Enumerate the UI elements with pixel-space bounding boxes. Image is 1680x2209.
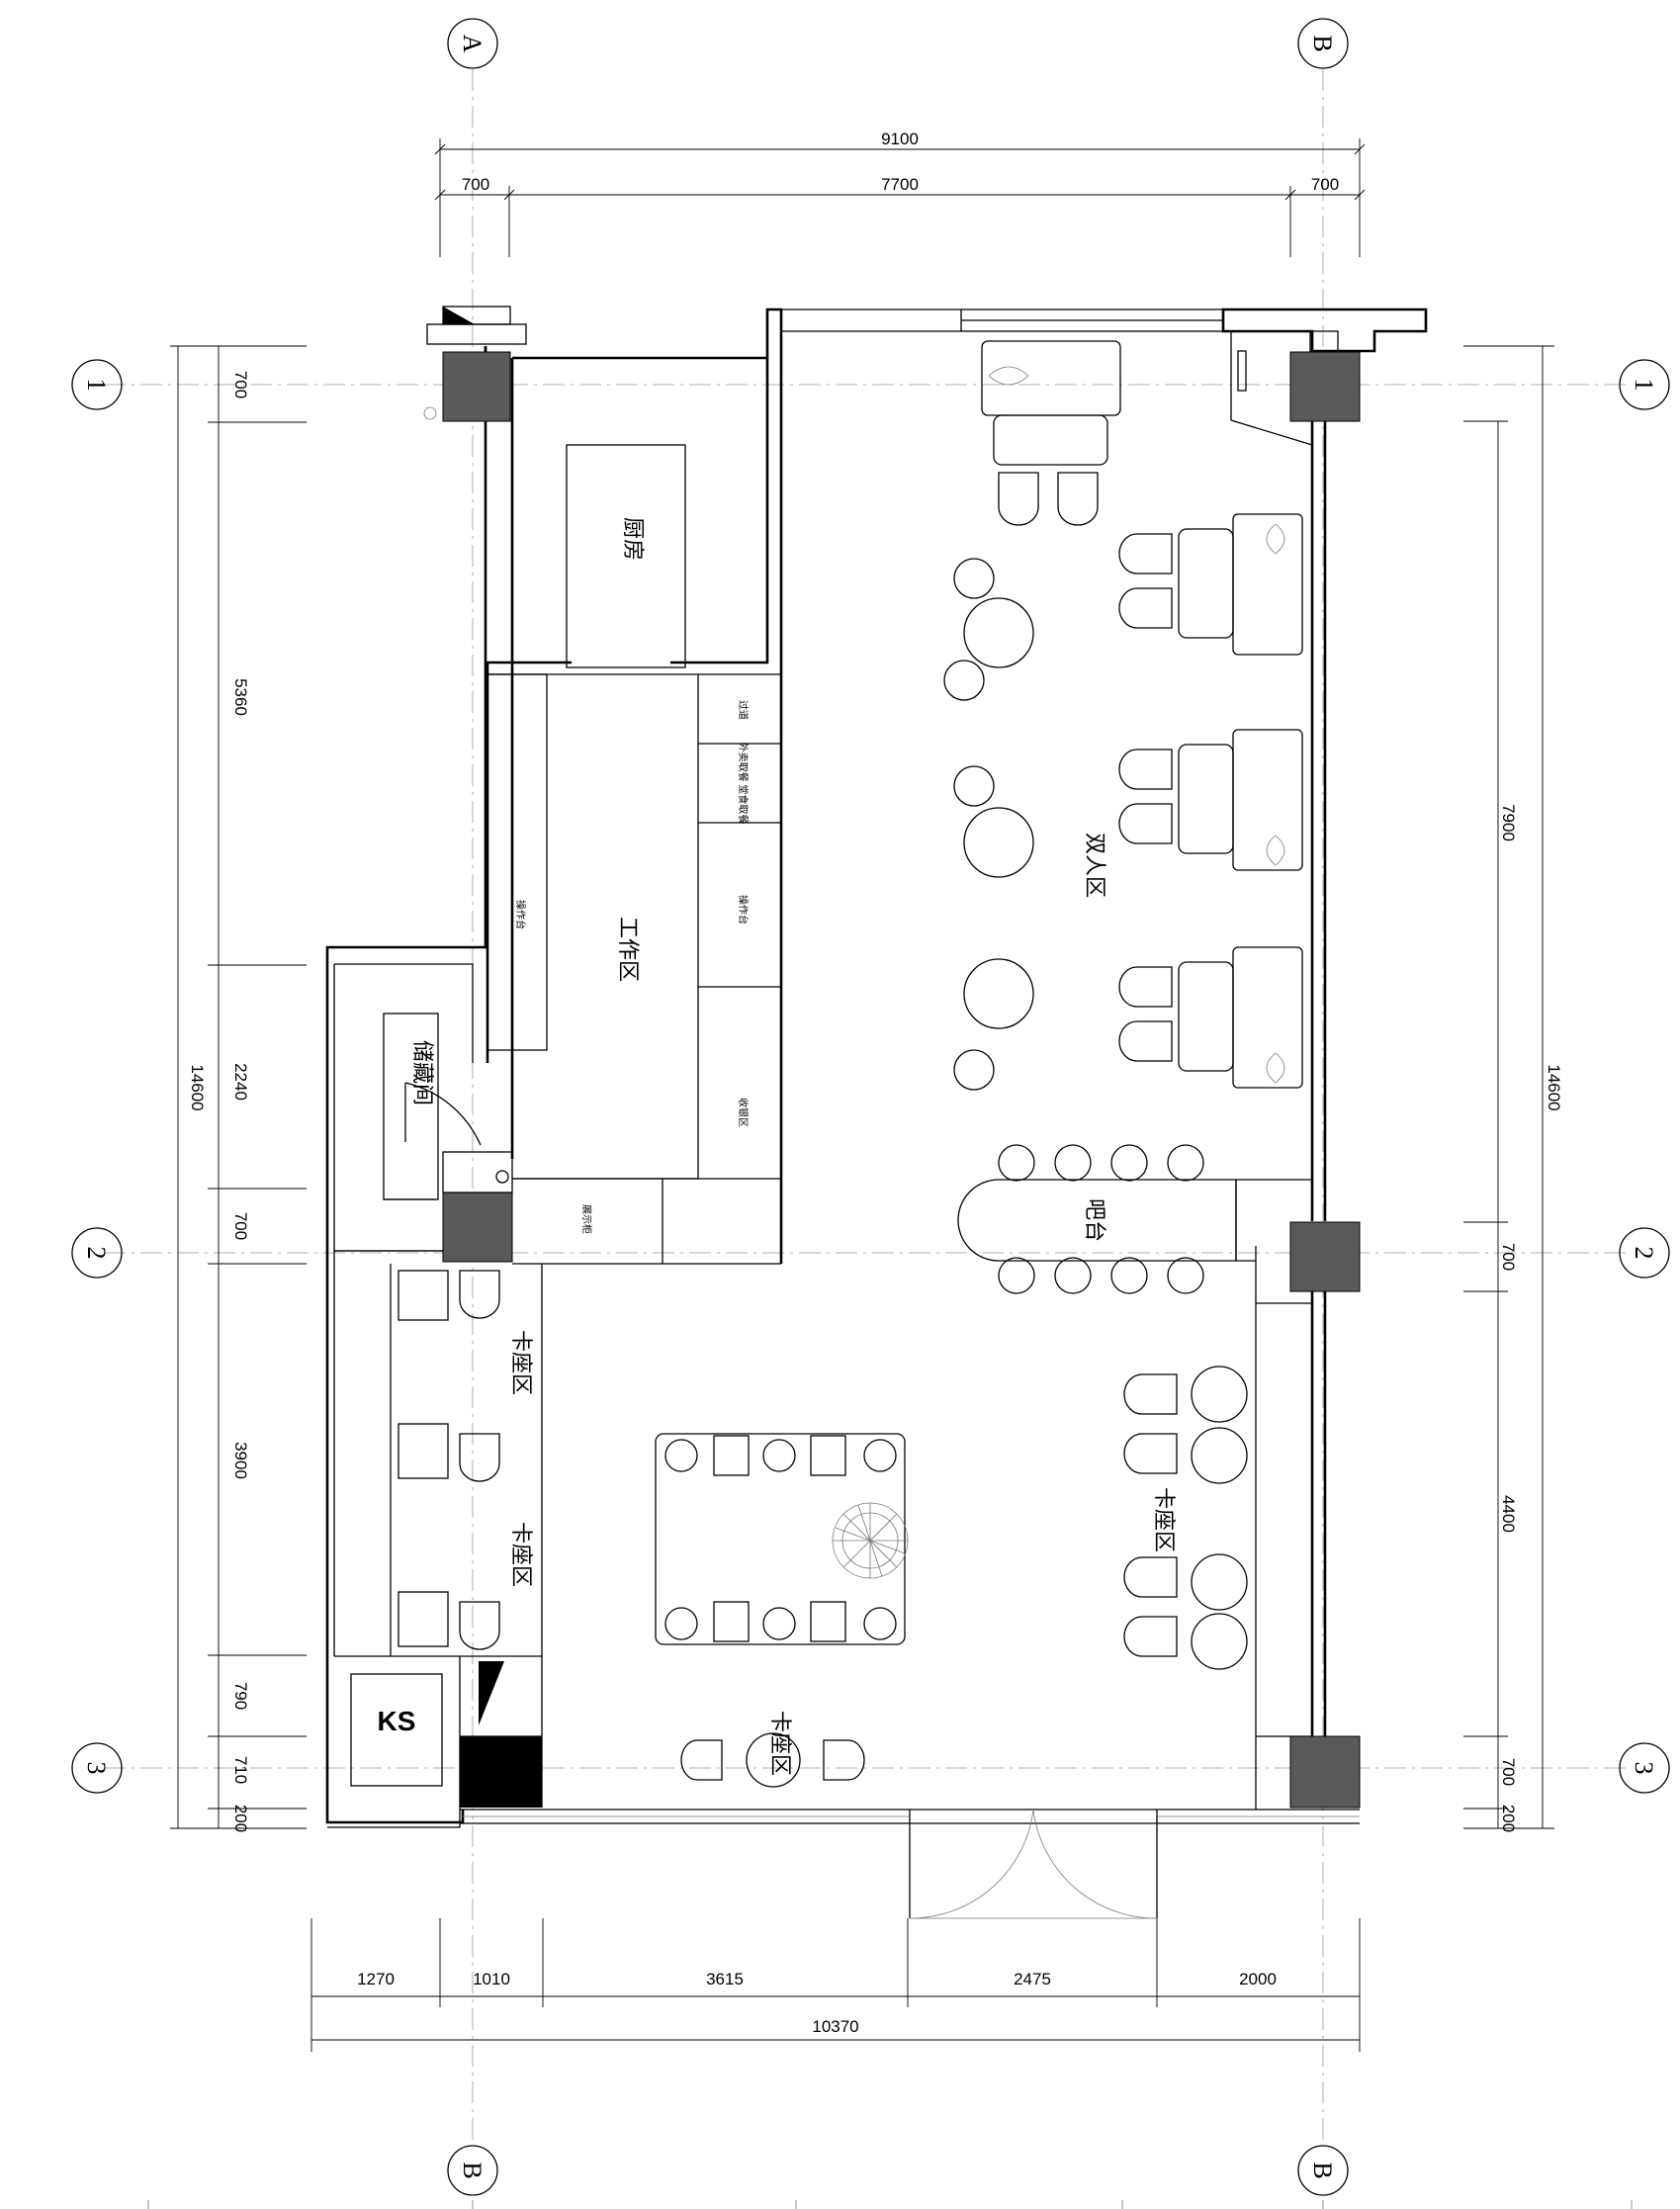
grid-lines — [104, 69, 1632, 2146]
bar-counter: 吧台 — [957, 1144, 1237, 1294]
pass-label: 过道 — [737, 700, 750, 720]
dim-left-4: 700 — [231, 1212, 250, 1240]
dimension-right: 7900 700 4400 700 200 14600 — [1463, 345, 1563, 1832]
dim-right-total: 14600 — [1545, 1064, 1563, 1110]
room-booth-4-label: 卡座区 — [768, 1711, 793, 1776]
svg-text:3: 3 — [82, 1762, 111, 1775]
column-b3 — [1289, 1735, 1361, 1809]
room-work-area-label: 工作区 — [616, 917, 641, 982]
dim-left-8: 200 — [231, 1805, 250, 1832]
dim-bottom-2: 1010 — [473, 1970, 510, 1988]
axis-bubble-3-right: 3 — [1619, 1742, 1670, 1794]
dimension-left: 700 5360 2240 700 3900 790 710 200 14600 — [170, 345, 307, 1832]
svg-text:1: 1 — [1630, 379, 1658, 392]
dim-left-2: 5360 — [231, 678, 250, 716]
display-label: 展示柜 — [580, 1204, 593, 1234]
room-double-area-label: 双人区 — [1083, 833, 1107, 898]
axis-bubble-a-top: A — [447, 18, 498, 69]
svg-text:A: A — [458, 35, 486, 53]
plant-icon — [832, 1502, 909, 1579]
svg-text:B: B — [458, 2162, 486, 2178]
dim-right-2: 700 — [1499, 1243, 1518, 1271]
svg-text:3: 3 — [1630, 1762, 1658, 1775]
dim-left-6: 790 — [231, 1682, 250, 1710]
dim-left-1: 700 — [231, 371, 250, 398]
dim-bottom-4: 2475 — [1014, 1970, 1051, 1988]
dim-top-total: 9100 — [881, 130, 919, 148]
dim-left-total: 14600 — [188, 1064, 207, 1110]
kitchen-area: 厨房 — [566, 444, 686, 668]
dim-left-7: 710 — [231, 1756, 250, 1784]
axis-bubble-3-left: 3 — [71, 1742, 123, 1794]
delivery-label: 外卖取餐 堂食取餐 — [737, 743, 750, 825]
room-bar-label: 吧台 — [1083, 1198, 1107, 1242]
svg-text:1: 1 — [82, 379, 111, 392]
dim-right-4: 700 — [1499, 1758, 1518, 1786]
dim-left-3: 2240 — [231, 1063, 250, 1101]
svg-text:2: 2 — [82, 1247, 111, 1260]
left-booth-area: 卡座区 卡座区 KS — [378, 1270, 534, 1736]
column-b1 — [1289, 351, 1361, 422]
right-booth-area: 卡座区 — [1123, 1366, 1248, 1670]
structural-columns — [423, 306, 1361, 1809]
front-table-area: 卡座区 — [680, 1711, 865, 1788]
svg-text:2: 2 — [1630, 1247, 1658, 1260]
ks-label: KS — [378, 1706, 416, 1736]
svg-text:B: B — [1308, 2162, 1337, 2178]
dim-left-5: 3900 — [231, 1442, 250, 1479]
counter-2-label: 操作台 — [737, 895, 750, 925]
column-a2 — [442, 1192, 513, 1263]
dim-right-5: 200 — [1499, 1805, 1518, 1832]
dim-top-mid: 7700 — [881, 175, 919, 194]
central-table-area — [655, 1433, 909, 1645]
column-b2 — [1289, 1221, 1361, 1292]
room-booth-1-label: 卡座区 — [509, 1330, 534, 1395]
axis-bubble-b-top: B — [1297, 18, 1349, 69]
axis-bubble-1-right: 1 — [1619, 359, 1670, 410]
work-area: 操作台 工作区 过道 外卖取餐 堂食取餐 操作台 收银区 展示柜 储藏间 — [410, 673, 750, 1234]
column-a1 — [442, 351, 511, 422]
room-booth-3-label: 卡座区 — [1152, 1487, 1177, 1552]
dim-bottom-1: 1270 — [357, 1970, 395, 1988]
axis-bubble-b-bottom-right: B — [1297, 2145, 1349, 2196]
axis-bubble-2-left: 2 — [71, 1227, 123, 1279]
dim-right-1: 7900 — [1499, 804, 1518, 841]
dimension-bottom: 1270 1010 3615 2475 2000 10370 — [310, 1918, 1361, 2052]
dim-top-left: 700 — [462, 175, 489, 194]
axis-bubble-b-bottom-left: B — [447, 2145, 498, 2196]
room-storage-label: 储藏间 — [410, 1040, 435, 1105]
room-booth-2-label: 卡座区 — [509, 1522, 534, 1587]
dim-bottom-total: 10370 — [812, 2017, 858, 2036]
dim-bottom-5: 2000 — [1239, 1970, 1277, 1988]
counter-1-label: 操作台 — [514, 900, 527, 929]
double-seating-area: 双人区 — [943, 340, 1303, 1091]
dimension-top: 9100 700 7700 700 — [434, 130, 1366, 257]
dim-right-3: 4400 — [1499, 1495, 1518, 1533]
cashier-label: 收银区 — [737, 1098, 750, 1127]
room-kitchen-label: 厨房 — [621, 517, 646, 561]
axis-bubble-2-right: 2 — [1619, 1227, 1670, 1279]
svg-text:B: B — [1308, 35, 1337, 51]
dim-top-right: 700 — [1311, 175, 1339, 194]
dim-bottom-3: 3615 — [706, 1970, 744, 1988]
bottom-ticks — [147, 2200, 1633, 2209]
axis-bubble-1-left: 1 — [71, 359, 123, 410]
